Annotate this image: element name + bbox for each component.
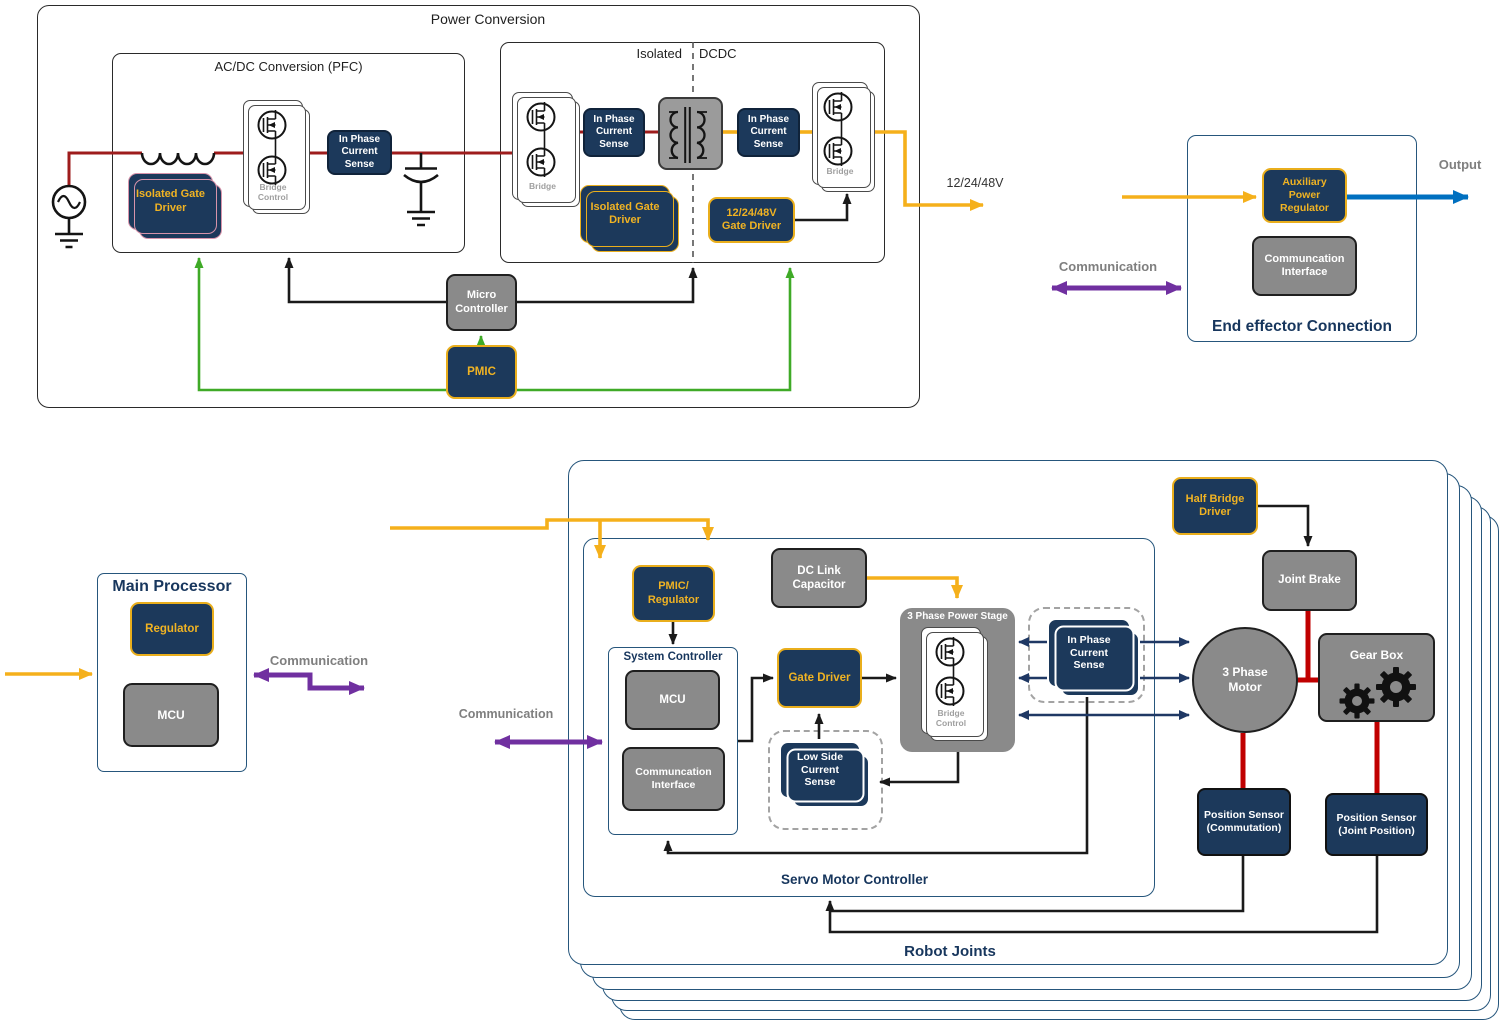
- position-sensor-joint: Position Sensor (Joint Position): [1325, 793, 1428, 856]
- end-effector-communication-label: Communication: [1058, 259, 1158, 274]
- half-bridge-driver: Half Bridge Driver: [1172, 477, 1258, 535]
- power-rail-wires: [5, 130, 1257, 680]
- low-side-current-sense: Low Side Current Sense: [779, 741, 861, 799]
- gear-box: Gear Box: [1318, 633, 1435, 722]
- main-processor-title: Main Processor: [112, 578, 232, 595]
- power-stage-bridge-box: Bridge Control: [921, 627, 981, 734]
- power-stage-bridge-control-label: Bridge Control: [935, 707, 967, 728]
- position-sensor-commutation: Position Sensor (Commutation): [1197, 788, 1291, 856]
- power-stage-title: 3 Phase Power Stage: [907, 611, 1008, 622]
- robot-joints-title: Robot Joints: [904, 943, 996, 960]
- dcdc-bridge-primary-label: Bridge: [529, 181, 556, 191]
- end-effector-communication-interface: Communcation Interface: [1252, 236, 1357, 296]
- dc-link-capacitor: DC Link Capacitor: [771, 548, 867, 608]
- output-label: Output: [1438, 157, 1482, 172]
- bus-voltage-label: 12/24/48V: [946, 176, 1004, 190]
- main-processor-regulator: Regulator: [130, 602, 214, 656]
- pfc-isolated-gate-driver: Isolated Gate Driver: [128, 173, 213, 230]
- main-processor-communication-label: Communication: [269, 653, 369, 668]
- mechanical-links: [1240, 611, 1380, 793]
- dcdc-bridge-primary-box: Bridge: [512, 92, 573, 200]
- dcdc-bridge-secondary-box: Bridge: [812, 82, 868, 185]
- system-controller-title: System Controller: [623, 651, 723, 663]
- hv-gate-driver: 12/24/48V Gate Driver: [708, 197, 795, 243]
- dcdc-title-isolated: Isolated: [636, 46, 682, 61]
- system-controller-mcu: MCU: [625, 670, 720, 730]
- end-effector-box: [1187, 135, 1417, 342]
- power-conversion-title: Power Conversion: [430, 11, 546, 27]
- three-phase-motor: 3 Phase Motor: [1192, 627, 1298, 733]
- dcdc-bridge-secondary-label: Bridge: [826, 166, 854, 176]
- micro-controller: Micro Controller: [446, 274, 517, 331]
- servo-in-phase-current-sense: In Phase Current Sense: [1047, 618, 1131, 688]
- control-wires: [284, 193, 1379, 934]
- servo-communication-label: Communication: [458, 707, 554, 721]
- joint-brake: Joint Brake: [1262, 550, 1357, 611]
- inductor-icon: [140, 152, 216, 166]
- dcdc-in-phase-current-sense-secondary: In Phase Current Sense: [737, 108, 800, 157]
- main-processor-box: [97, 573, 247, 772]
- ac-source-icon: [51, 184, 87, 220]
- communication-arrows: [253, 281, 1182, 749]
- pfc-in-phase-current-sense: In Phase Current Sense: [327, 130, 392, 175]
- dcdc-in-phase-current-sense-primary: In Phase Current Sense: [583, 108, 645, 157]
- system-controller-communication-interface: Communcation Interface: [622, 747, 725, 811]
- transformer-box: [658, 97, 723, 170]
- system-controller-box: [608, 647, 738, 835]
- servo-title: Servo Motor Controller: [780, 872, 928, 887]
- main-processor-mcu: MCU: [123, 683, 219, 747]
- pfc-bridge-control-label: Bridge Control: [257, 181, 289, 202]
- end-effector-title: End effector Connection: [1212, 318, 1392, 335]
- dcdc-isolated-gate-driver: Isolated Gate Driver: [580, 185, 670, 243]
- ground-icon: [55, 218, 83, 249]
- servo-gate-driver: Gate Driver: [777, 648, 862, 708]
- pmic: PMIC: [446, 345, 517, 399]
- aux-power-regulator: Auxiliary Power Regulator: [1262, 168, 1347, 223]
- servo-pmic-regulator: PMIC/ Regulator: [632, 565, 715, 622]
- capacitor-icon: [403, 153, 439, 227]
- pfc-bridge-box: Bridge Control: [243, 100, 303, 207]
- dcdc-title-dcdc: DCDC: [699, 46, 737, 61]
- acdc-title: AC/DC Conversion (PFC): [214, 59, 363, 74]
- gear-box-label: Gear Box: [1349, 648, 1404, 662]
